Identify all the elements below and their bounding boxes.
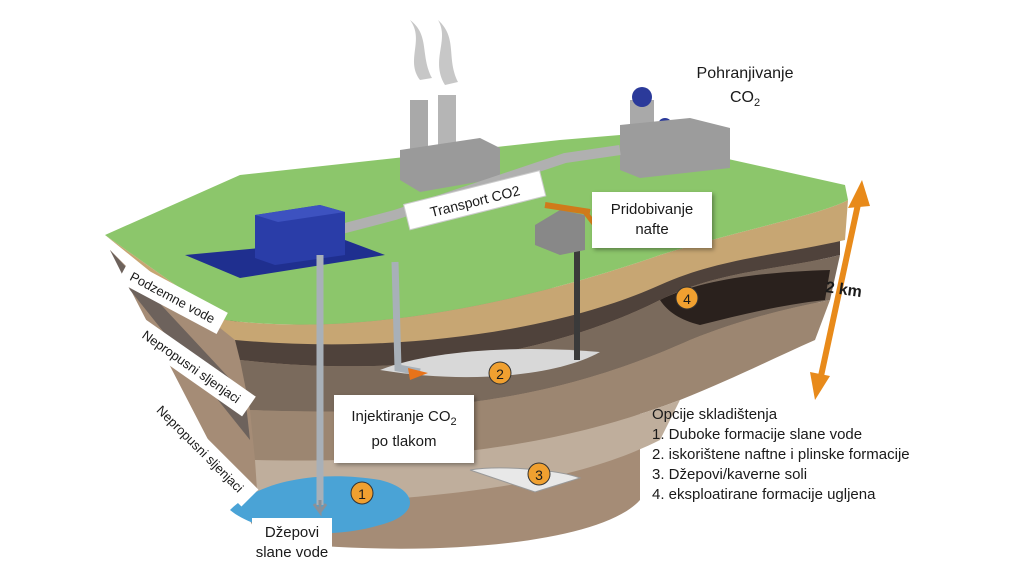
injection-line1-sub: 2 <box>450 416 457 428</box>
marker-2-label: 2 <box>496 366 504 382</box>
injection-box: Injektiranje CO2 po tlakom <box>334 395 474 463</box>
marker-1-label: 1 <box>358 486 366 502</box>
oil-reservoir <box>380 349 600 378</box>
storage-options-legend: Opcije skladištenja 1. Duboke formacije … <box>652 405 952 505</box>
storage-title-co: CO <box>729 89 754 106</box>
coal-seam <box>660 270 830 325</box>
grass-surface <box>105 135 848 325</box>
soil-layer <box>105 200 848 345</box>
legend-item-4: 4. eksploatirane formacije ugljena <box>652 486 876 503</box>
oil-extraction-line2: nafte <box>635 221 669 238</box>
injection-line1-text: Injektiranje CO <box>351 408 451 425</box>
oil-extraction-box: Pridobivanje nafte <box>592 192 712 248</box>
marker-3-label: 3 <box>535 467 543 483</box>
marker-4: 4 <box>675 286 699 310</box>
legend-item-1: 1. Duboke formacije slane vode <box>652 426 863 443</box>
power-plant <box>400 20 500 192</box>
marker-4-label: 4 <box>683 291 691 307</box>
injection-line1: Injektiranje CO2 <box>334 407 474 432</box>
brine-pockets-line1: Džepovi <box>264 524 320 541</box>
marker-1: 1 <box>350 481 374 505</box>
injection-line2: po tlakom <box>371 433 437 450</box>
legend-item-2: 2. iskorištene naftne i plinske formacij… <box>652 446 910 463</box>
storage-title-line1: Pohranjivanje <box>696 65 794 82</box>
depth-arrow <box>810 180 870 400</box>
storage-facility <box>620 87 730 178</box>
storage-title-line2: CO2 <box>680 86 810 115</box>
legend-title: Opcije skladištenja <box>652 406 778 423</box>
capture-plant <box>185 205 385 278</box>
brine-pockets-line2: slane vode <box>255 544 329 561</box>
brine-pockets-box: Džepovi slane vode <box>252 518 332 568</box>
storage-title: Pohranjivanje CO2 <box>680 62 810 115</box>
marker-3: 3 <box>527 462 551 486</box>
marker-2: 2 <box>488 361 512 385</box>
legend-item-3: 3. Džepovi/kaverne soli <box>652 466 808 483</box>
storage-title-sub: 2 <box>753 97 761 110</box>
depth-label: 2 km <box>824 279 862 301</box>
oil-extraction-line1: Pridobivanje <box>610 201 694 218</box>
